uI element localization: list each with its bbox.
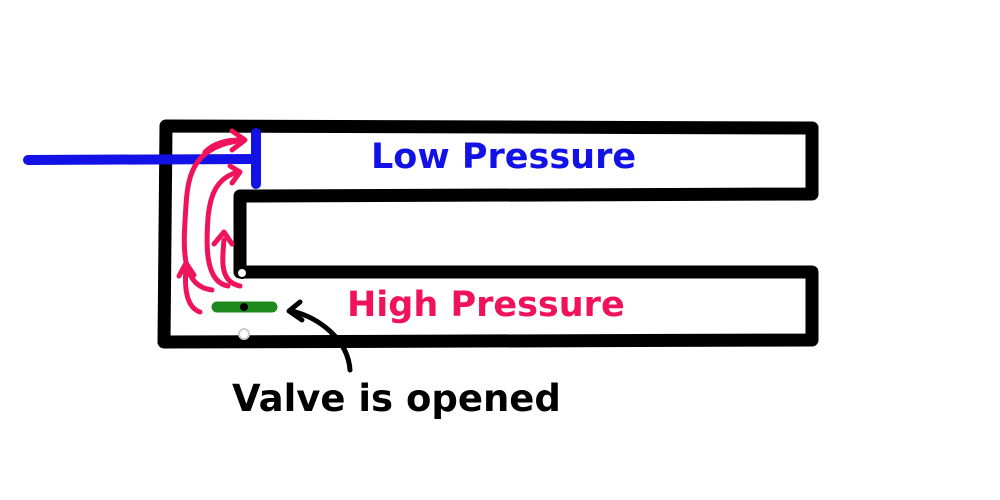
- valve-hinge-bottom: [238, 328, 250, 340]
- valve-hinge-top: [236, 267, 248, 279]
- pointer-head: [286, 299, 305, 323]
- valve-icon: [211, 267, 278, 340]
- pointer-curve: [289, 308, 353, 373]
- flow-arrow-head: [227, 163, 243, 186]
- flow-arrow-icon: [183, 265, 203, 315]
- high-pressure-label: High Pressure: [347, 285, 625, 325]
- pipe-outer-wall: [157, 119, 819, 349]
- valve-status-label: Valve is opened: [232, 377, 561, 420]
- pipe-inner-wall: [233, 121, 819, 279]
- inlet-line: [23, 154, 261, 165]
- pipe-outline: [157, 119, 819, 349]
- low-pressure-label: Low Pressure: [371, 137, 636, 177]
- curved-arrow-icon: [286, 299, 353, 373]
- flow-arrow-icon: [204, 169, 241, 289]
- flow-arrow-icon: [202, 137, 243, 155]
- valve-pivot: [240, 303, 248, 311]
- flow-arrow-head: [211, 229, 235, 247]
- flow-arrow-icon: [220, 237, 243, 289]
- flow-arrows: [176, 128, 248, 315]
- low-pressure-inlet: [23, 128, 261, 189]
- flow-arrow-head: [229, 128, 248, 153]
- flow-arrow-head: [176, 260, 197, 279]
